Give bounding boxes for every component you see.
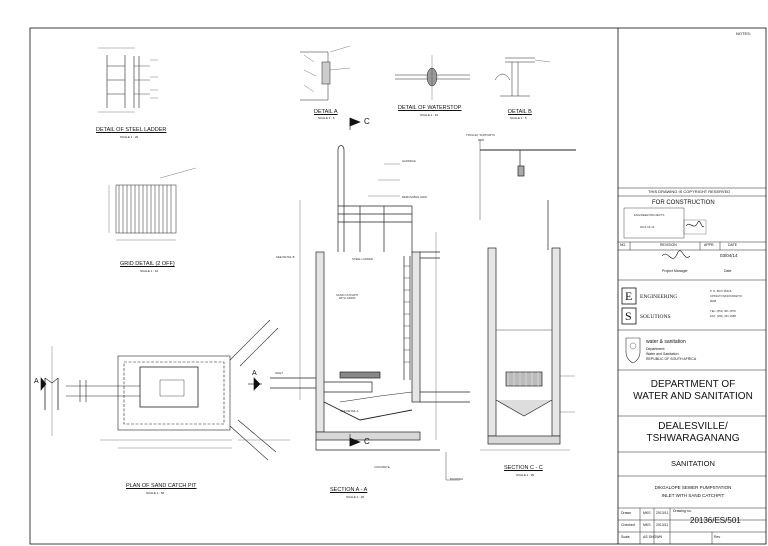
see-detail-a-label: SEE DETAIL A	[340, 409, 359, 413]
steel-ladder-label: STEEL LADDER	[352, 257, 373, 261]
detail-b-scale: SCALE 1 : 5	[510, 116, 527, 120]
detail-a-scale: SCALE 1 : 5	[318, 116, 335, 120]
steel-ladder-scale: SCALE 1 : 20	[120, 135, 139, 139]
waterstop-scale: SCALE 1 : 10	[420, 113, 439, 117]
section-cc-scale: SCALE 1 : 20	[516, 473, 535, 477]
section-marker-a-right: A	[252, 370, 257, 377]
steel-ladder-detail	[98, 47, 158, 113]
firm-name-1: ENGINEERING	[640, 294, 678, 300]
date-label: Date	[724, 269, 732, 273]
firm-address-1: P. O. BOX 35418	[710, 289, 732, 293]
steel-ladder-title: DETAIL OF STEEL LADDER	[96, 127, 167, 133]
grid-detail-title: GRID DETAIL (2 OFF)	[120, 261, 175, 267]
detail-a-title: DETAIL A	[314, 109, 338, 115]
detail-a	[300, 45, 351, 101]
detail-b-title: DETAIL B	[508, 109, 532, 115]
section-markers	[40, 117, 361, 447]
scale-label: Scale	[621, 535, 630, 539]
firm-address-3: 8008	[710, 299, 717, 303]
drawn-label: Drawn	[621, 511, 632, 515]
removable-grid-label: REMOVABLE GRID	[402, 195, 427, 199]
rev-col-revision: REVISION	[660, 243, 677, 247]
see-detail-b-label: SEE DETAIL B	[276, 255, 295, 259]
checked-by: MKS	[643, 523, 651, 527]
firm-letter-e: E	[625, 289, 633, 303]
checked-label: Checked	[621, 523, 635, 527]
signature-marks	[661, 220, 705, 259]
place-line-1: DEALESVILLE/	[658, 421, 728, 432]
section-marker-c-top: C	[364, 117, 370, 126]
dept-line-2: WATER AND SANITATION	[633, 391, 753, 402]
firm-name-2: SOLUTIONS	[640, 314, 671, 320]
stamp-line-1: ENGINEER PROJECTS	[634, 213, 665, 217]
trolley-label: TROLLEY SUPPORTS	[466, 133, 495, 137]
rev-label: Rev	[714, 535, 721, 539]
grid-detail-scale: SCALE 1 : 10	[140, 269, 159, 273]
checked-date: 2013/11	[656, 523, 669, 527]
firm-address-2: UPINGTON/NOORDWYK	[710, 294, 743, 298]
waterstop-title: DETAIL OF WATERSTOP	[398, 105, 462, 111]
firm-logo	[621, 287, 637, 325]
copyright-notice: THIS DRAWING IS COPYRIGHT RESERVED	[648, 189, 731, 194]
grid-detail	[108, 167, 197, 241]
section-aa-title: SECTION A - A	[330, 487, 368, 493]
firm-letter-s: S	[625, 309, 632, 323]
section-marker-a-left: A	[34, 378, 39, 385]
client-logo-sub-2: Water and Sanitation	[646, 352, 679, 356]
plan-title: PLAN OF SAND CATCH PIT	[126, 483, 197, 489]
rev-col-date: DATE	[728, 243, 738, 247]
section-cc-title: SECTION C - C	[504, 465, 543, 471]
place-line-2: TSHWARAGANANG	[646, 433, 740, 444]
firm-tel: TEL: (051) 451 1878	[710, 309, 736, 313]
rev-col-appr: APPR.	[704, 243, 715, 247]
waterstop-detail	[395, 55, 470, 100]
plan-scale: SCALE 1 : 50	[146, 491, 165, 495]
catchpit-label: SAND CATCHPIT WITH GRIDS	[336, 293, 359, 300]
drawn-date: 2013/11	[656, 511, 669, 515]
signature-date: 03/04/14	[720, 253, 738, 258]
drawing-number: 20136/ES/501	[690, 516, 741, 525]
client-logo-sub-3: REPUBLIC OF SOUTH AFRICA	[646, 357, 697, 361]
notes-heading: NOTES:	[736, 31, 751, 36]
client-logo-sub-1: Department:	[646, 347, 666, 351]
dept-line-1: DEPARTMENT OF	[650, 379, 736, 390]
rev-col-no: NO.	[620, 243, 627, 247]
concrete-label: CONCRETE	[374, 465, 390, 469]
stamp-line-2: 2013-03-13	[640, 225, 655, 229]
drawing-no-label: Drawing no.	[673, 509, 692, 513]
detail-b	[494, 57, 551, 97]
drawing-title-1: DIKGALOPE SEWER PUMPSTATION	[654, 485, 732, 490]
scale-value: AS SHOWN	[643, 535, 663, 539]
drawn-by: MKS	[643, 511, 651, 515]
inlet-label: INLET	[275, 371, 283, 375]
firm-fax: FAX: (051) 451 1988	[710, 314, 736, 318]
discipline: SANITATION	[671, 459, 715, 468]
section-aa-scale: SCALE 1 : 20	[346, 495, 365, 499]
handrail-label: HANDRAIL	[402, 159, 417, 163]
coat-of-arms-icon	[625, 337, 641, 364]
section-a-a	[270, 145, 470, 481]
client-logo-title: water & sanitation	[646, 339, 686, 345]
section-c-c	[478, 139, 576, 451]
blinding-label: BLINDING	[450, 477, 464, 481]
section-marker-c-bottom: C	[364, 437, 370, 446]
plan-sand-catch-pit	[44, 319, 290, 461]
title-block-lines	[618, 187, 766, 544]
project-manager-label: Project Manager	[662, 269, 688, 273]
for-construction: FOR CONSTRUCTION	[652, 200, 715, 206]
drawing-title-2: INLET WITH SAND CATCHPIT	[661, 493, 725, 498]
